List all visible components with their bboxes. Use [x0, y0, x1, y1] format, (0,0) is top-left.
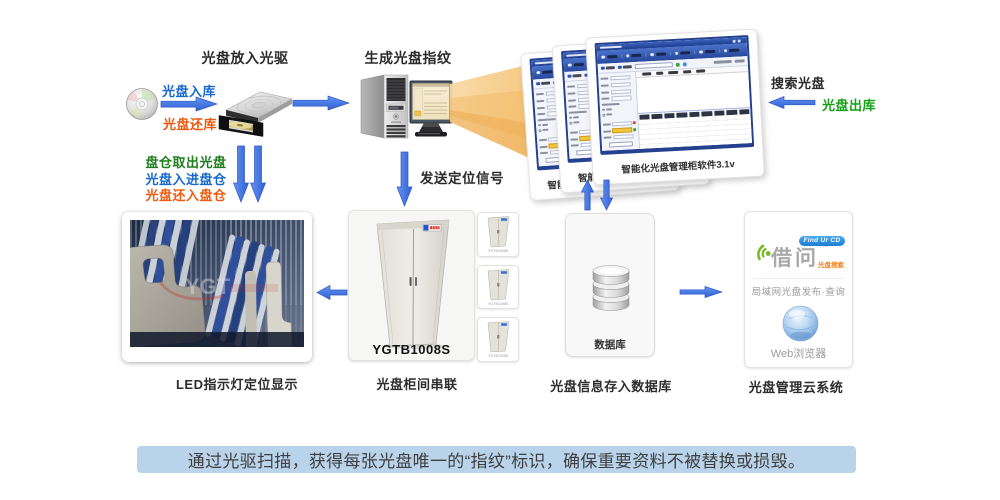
cloud-tagline: 局域网光盘发布·查询 [751, 287, 846, 298]
label-disc-back: 光盘还库 [162, 117, 218, 132]
mini-cabinet-image [487, 268, 510, 300]
label-search: 搜索光盘 [771, 76, 826, 91]
computer-icon [360, 74, 453, 139]
brand-name: 借问 [771, 247, 819, 270]
window-body [598, 66, 752, 151]
mini-cabinet-card-3: YGTB1008S [477, 317, 519, 362]
label-send-signal: 发送定位信号 [420, 171, 504, 186]
caption-cloud: 光盘管理云系统 [748, 380, 844, 395]
cabinet-card: YGTB1008S [348, 210, 475, 361]
cabinet-model-label: YGTB1008S [372, 342, 451, 357]
cd-disc-icon [126, 88, 158, 120]
web-browser-label: Web浏览器 [770, 348, 827, 360]
caption-led: LED指示灯定位显示 [175, 377, 299, 392]
bottom-banner: 通过光驱扫描，获得每张光盘唯一的“指纹”标识，确保重要资料不被替换或损毁。 [137, 446, 856, 473]
banner-text: 通过光驱扫描，获得每张光盘唯一的“指纹”标识，确保重要资料不被替换或损毁。 [187, 452, 806, 471]
table-rows [638, 114, 752, 149]
find-ur-cd-badge: Find Ur CD [799, 236, 845, 246]
label-bay-out: 盘仓取出光盘 [145, 155, 227, 170]
label-bay-return: 光盘还入盘仓 [145, 188, 227, 203]
arrow-cabinet-to-led [316, 284, 348, 301]
arrows-drive-to-led [232, 145, 267, 203]
signal-icon [757, 244, 771, 261]
arrow-computer-to-cabinet [396, 151, 413, 207]
software-screen-front: 智能化光盘管理柜软件3.1v [585, 28, 765, 186]
arrows-screens-database [580, 179, 614, 211]
mini-cabinet-image [487, 216, 510, 248]
step2-title: 生成光盘指纹 [364, 50, 452, 66]
label-disc-in: 光盘入库 [161, 84, 217, 99]
mini-cabinet-image [487, 321, 510, 353]
arrow-screens-search [768, 95, 816, 110]
database-label: 数据库 [594, 339, 626, 351]
mini-cabinet-card-1: YGTB1008S [477, 212, 519, 257]
disc-drive-icon [218, 91, 293, 137]
mini-cabinet-label: YGTB1008S [487, 353, 509, 358]
step1-title: 光盘放入光驱 [201, 50, 289, 66]
window-main-area [636, 66, 752, 149]
arrow-drive-to-computer [292, 95, 350, 111]
divider [753, 278, 844, 279]
led-photo-card: YGT [122, 212, 312, 362]
caption-database: 光盘信息存入数据库 [550, 378, 672, 394]
web-sphere-icon [782, 305, 819, 342]
arrow-cd-to-drive [160, 96, 218, 112]
mini-cabinet-label: YGTB1008S [487, 300, 509, 306]
label-bay-in: 光盘入进盘仓 [145, 171, 227, 187]
window-search-input [634, 61, 673, 70]
label-disc-out: 光盘出库 [822, 98, 877, 113]
database-icon [592, 265, 630, 311]
window-sidebar [598, 71, 641, 151]
mini-cabinet-label: YGTB1008S [487, 248, 509, 253]
led-photo: YGT [130, 220, 304, 347]
photo-watermark: YGT [185, 274, 231, 299]
sidebar-button [608, 141, 633, 148]
arrow-database-to-cloud [679, 286, 723, 298]
cabinet-image [376, 219, 450, 349]
cloud-card: 借问 TM Find Ur CD 光盘搜索 局域网光盘发布·查询 Web浏览器 [744, 211, 853, 368]
brand-row: 借问 TM Find Ur CD 光盘搜索 [745, 236, 852, 280]
mini-cabinet-card-2: YGTB1008S [477, 264, 519, 309]
sub-badge: 光盘搜索 [818, 262, 844, 269]
database-card: 数据库 [565, 213, 655, 357]
app-window [594, 35, 755, 155]
caption-cabinet: 光盘柜间串联 [376, 376, 458, 392]
screen-caption: 智能化光盘管理柜软件3.1v [621, 158, 736, 176]
